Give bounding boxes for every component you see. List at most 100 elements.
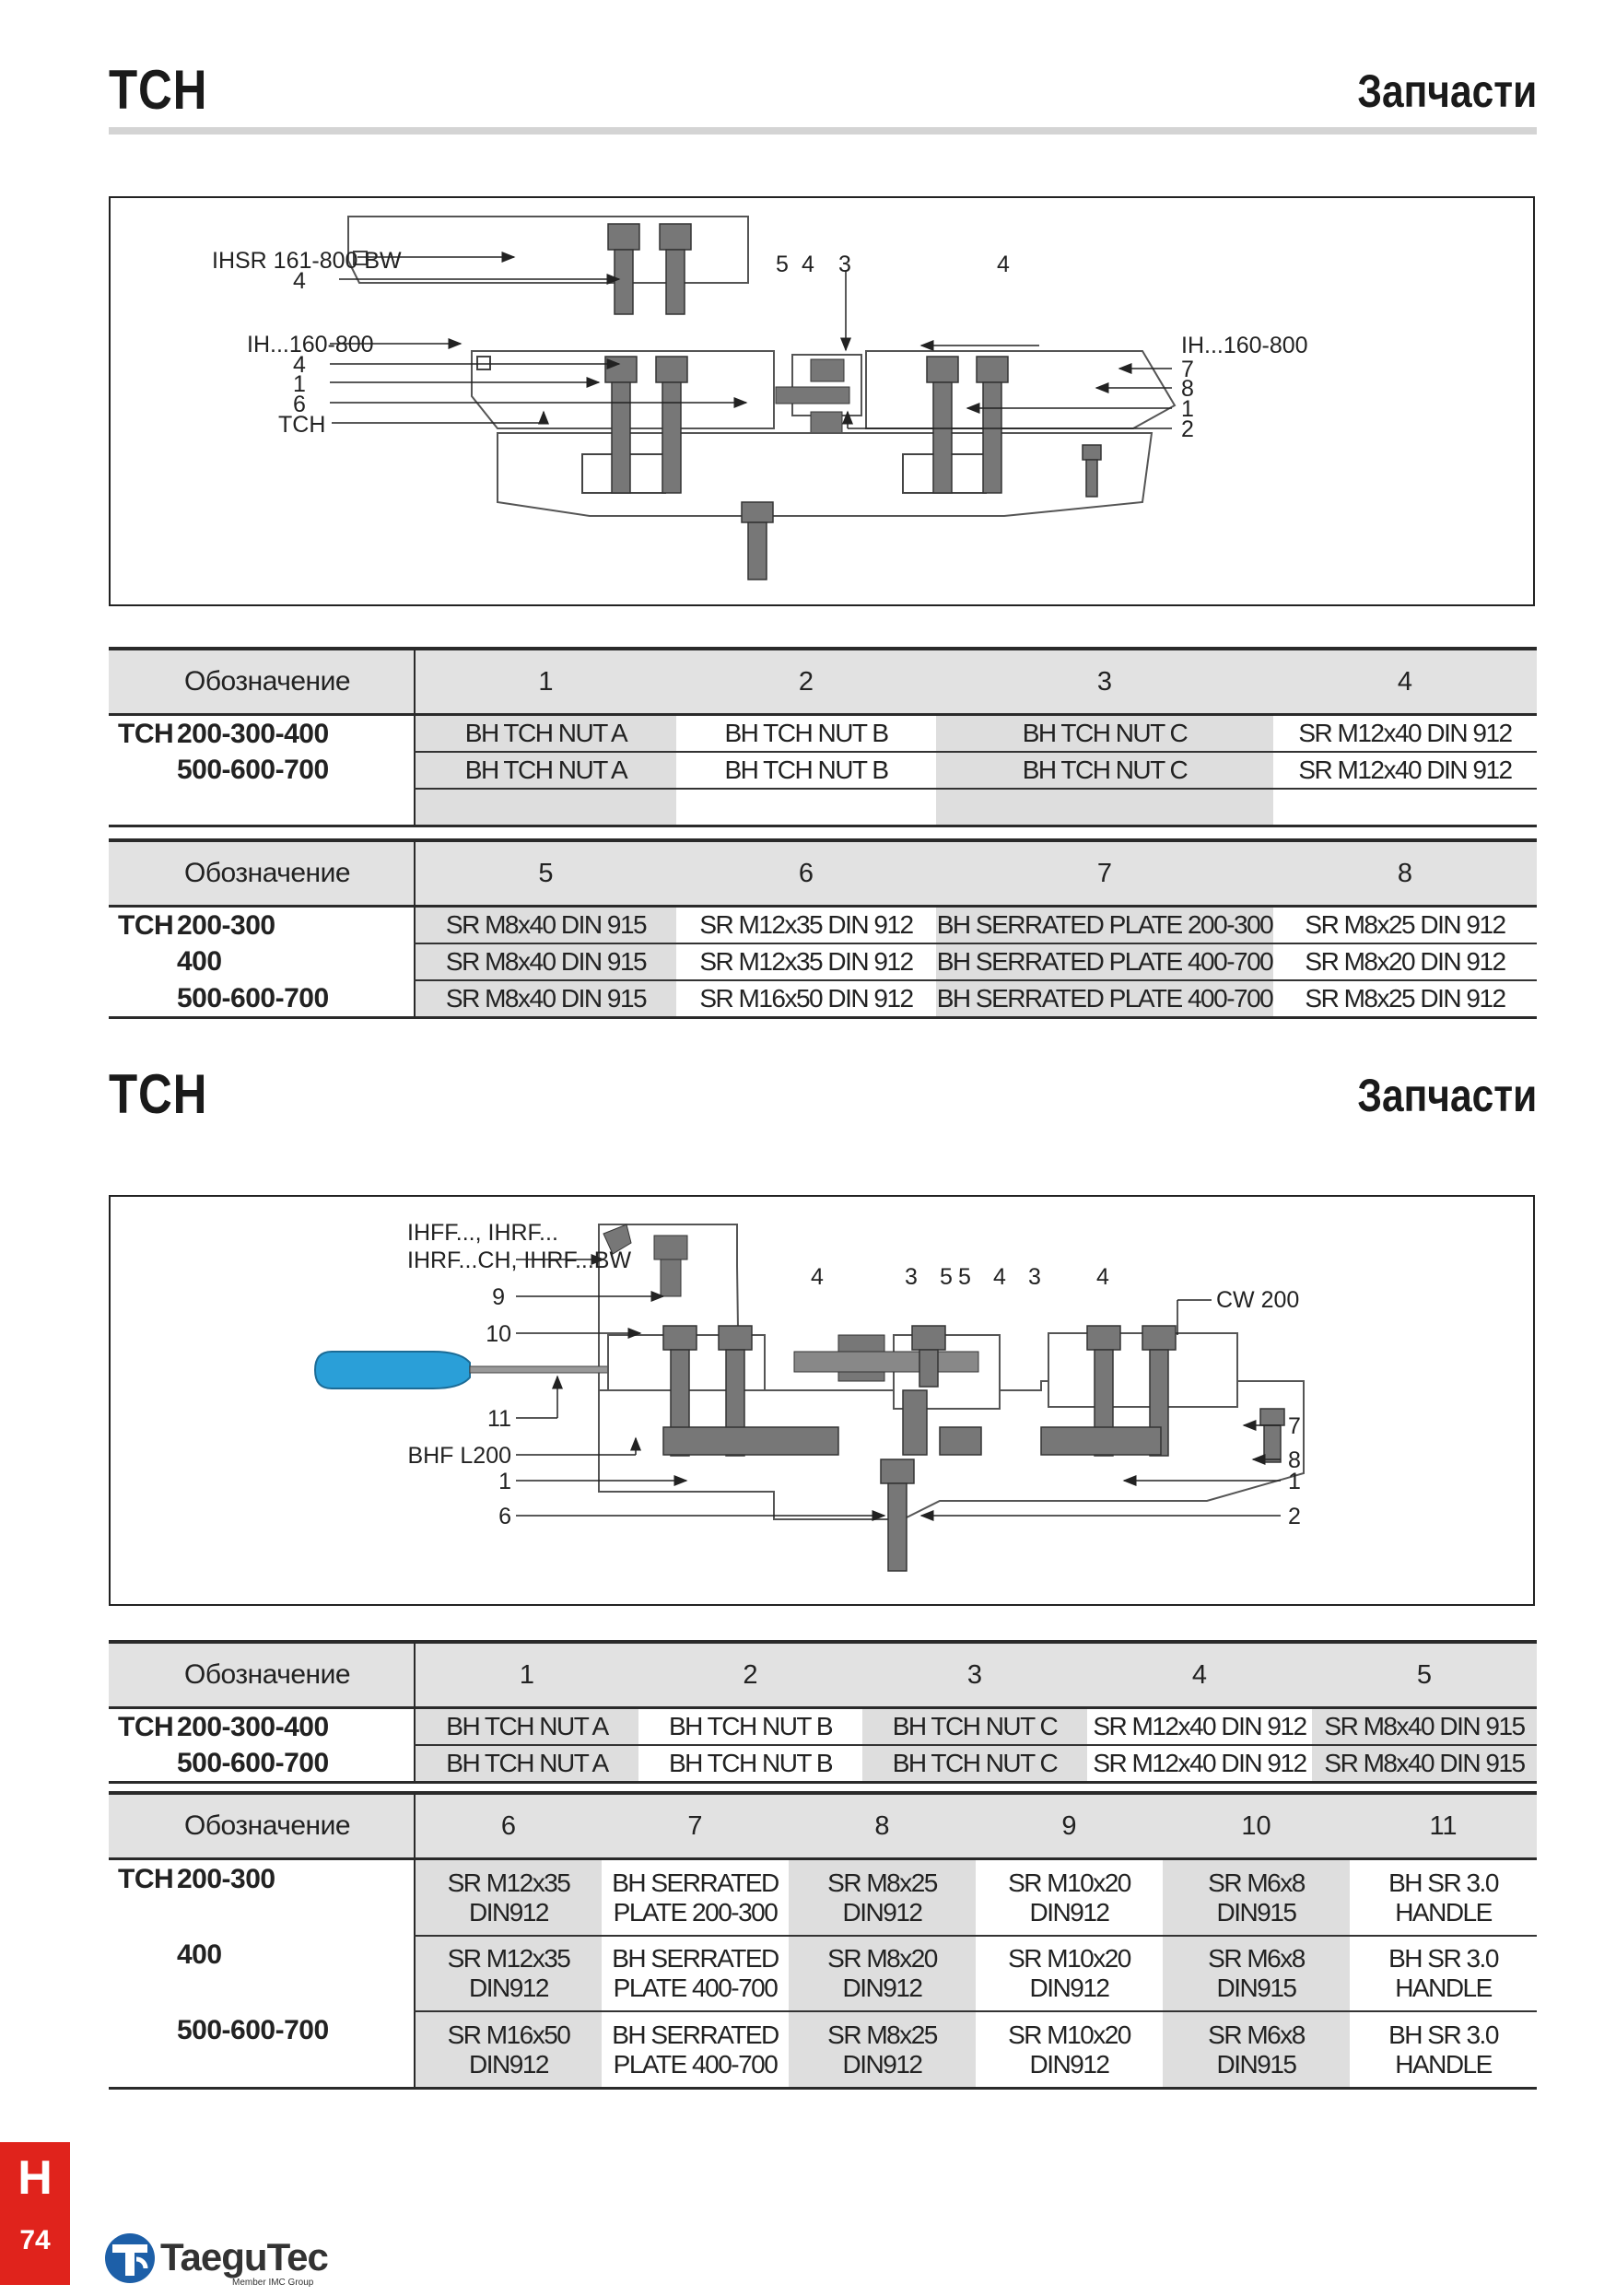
row-size: 500-600-700 — [177, 2015, 329, 2045]
brand-name: TaeguTec — [160, 2235, 329, 2278]
header-cell: 11 — [1350, 1791, 1537, 1860]
header-cell: 9 — [976, 1791, 1163, 1860]
label-r8: 8 — [1288, 1447, 1301, 1473]
label-ihff-1: IHFF..., IHRF... — [407, 1220, 558, 1246]
table-cell: BH TCH NUT A — [414, 1707, 638, 1746]
label-ih-right: IH...160-800 — [1181, 333, 1308, 358]
figure-2: IHFF..., IHRF... IHRF...CH, IHRF...BW 9 … — [109, 1195, 1535, 1606]
section-tab: H 74 — [0, 2142, 70, 2285]
header-cell: 6 — [676, 838, 936, 908]
header-cell: 2 — [638, 1640, 862, 1709]
table-cell-line: SR M8x25 — [827, 1868, 938, 1897]
table-cell: BH TCH NUT B — [676, 714, 936, 753]
figure-1-drawing: IHSR 161-800 BW 4 IH...160-800 4 1 6 TCH… — [212, 216, 1308, 580]
label-c5a: 5 — [940, 1264, 953, 1290]
header-label: Обозначение — [109, 1791, 415, 1860]
table-cell-line: BH SERRATED — [612, 1944, 779, 1973]
section1-header: TCH Запчасти — [109, 59, 1537, 135]
header-cell: 5 — [414, 838, 676, 908]
table-cell: SR M12x40 DIN 912 — [1273, 752, 1537, 790]
header-cell: 6 — [414, 1791, 602, 1860]
header-label: Обозначение — [109, 838, 415, 908]
label-6: 6 — [498, 1504, 511, 1529]
table-cell-line: SR M6x8 — [1208, 1944, 1306, 1973]
row-size: 400 — [177, 946, 222, 977]
upper-screws — [607, 223, 692, 315]
table-row: 400 SR M8x40 DIN 915 SR M12x35 DIN 912 B… — [109, 943, 1537, 981]
table-cell-line: HANDLE — [1395, 1974, 1493, 2002]
figure-1: IHSR 161-800 BW 4 IH...160-800 4 1 6 TCH… — [109, 196, 1535, 606]
label-c5: 5 — [776, 252, 789, 277]
table-cell: SR M12x40 DIN 912 — [1273, 714, 1537, 753]
table-cell-line: DIN912 — [842, 1974, 923, 2002]
table-cell: BH TCH NUT C — [862, 1745, 1087, 1784]
table-cell: SR M8x40 DIN 915 — [414, 980, 676, 1019]
table-cell: SR M8x40 DIN 915 — [414, 906, 676, 944]
label-r1: 1 — [1288, 1469, 1301, 1494]
table-cell-line: SR M8x20 — [827, 1944, 938, 1973]
table-cell-line: DIN912 — [1029, 1974, 1110, 2002]
row-size: 200-300-400 — [177, 1711, 329, 1742]
section2-title: TCH — [109, 1063, 208, 1125]
table-cell-line: BH SR 3.0 — [1388, 1944, 1499, 1973]
taegutec-logo: TaeguTec Member IMC Group — [103, 2232, 380, 2296]
row-size: 200-300 — [177, 909, 275, 941]
table-cell: BH TCH NUT A — [414, 1745, 638, 1784]
header-cell: 2 — [676, 647, 936, 716]
right-holder-shape — [865, 350, 1177, 429]
header-cell: 3 — [936, 647, 1273, 716]
table-cell-line: DIN912 — [469, 1974, 549, 2002]
label-c4a: 4 — [811, 1264, 824, 1290]
row-key: TCH — [118, 1711, 174, 1742]
table-cell-line: DIN912 — [469, 1897, 549, 1927]
label-6: 6 — [293, 392, 306, 417]
table-cell: SR M8x40 DIN 915 — [414, 943, 676, 981]
table-cell: BH SERRATED PLATE 400-700 — [936, 943, 1273, 981]
screwdriver-handle-shape — [313, 1351, 471, 1389]
row-size: 500-600-700 — [177, 982, 329, 1013]
table-cell-line: DIN912 — [842, 2049, 923, 2079]
section1-subtitle: Запчасти — [1357, 65, 1537, 117]
row-size: 200-300 — [177, 1864, 275, 1894]
table-cell: BH TCH NUT B — [638, 1707, 862, 1746]
table-cell-line: DIN915 — [1216, 1974, 1297, 2002]
label-4a: 4 — [293, 268, 306, 294]
row-key: TCH — [118, 909, 174, 941]
label-tch: TCH — [278, 412, 325, 438]
header-cell: 7 — [602, 1791, 789, 1860]
label-c5b: 5 — [958, 1264, 971, 1290]
row-size: 400 — [177, 1939, 222, 1970]
section-letter: H — [18, 2151, 53, 2205]
table-cell: SR M8x25 DIN 912 — [1273, 906, 1537, 944]
table-cell: SR M8x25 DIN 912 — [1273, 980, 1537, 1019]
table-cell-line: DIN912 — [1029, 2049, 1110, 2079]
header-label: Обозначение — [109, 647, 415, 716]
table-cell-line: DIN912 — [469, 2049, 549, 2079]
header-cell: 8 — [789, 1791, 976, 1860]
page-number: 74 — [19, 2225, 51, 2255]
label-r8: 8 — [1181, 376, 1194, 402]
label-c4c: 4 — [1096, 1264, 1109, 1290]
table-cell-line: SR M16x50 — [447, 2020, 571, 2049]
table-cell: SR M12x35 DIN 912 — [676, 943, 936, 981]
table-2-header: Обозначение 5 6 7 8 — [109, 838, 1537, 908]
brand-sub: Member IMC Group — [232, 2278, 314, 2288]
table-cell-line: DIN912 — [842, 1897, 923, 1927]
table-cell: BH TCH NUT C — [936, 714, 1273, 753]
table-cell-line: SR M8x25 — [827, 2020, 938, 2049]
label-c4b: 4 — [993, 1264, 1006, 1290]
table-cell-line: SR M6x8 — [1208, 1868, 1306, 1897]
table-row: 500-600-700 BH TCH NUT A BH TCH NUT B BH… — [109, 752, 1537, 790]
header-cell: 10 — [1163, 1791, 1350, 1860]
table-cell-line: BH SR 3.0 — [1388, 2020, 1499, 2049]
